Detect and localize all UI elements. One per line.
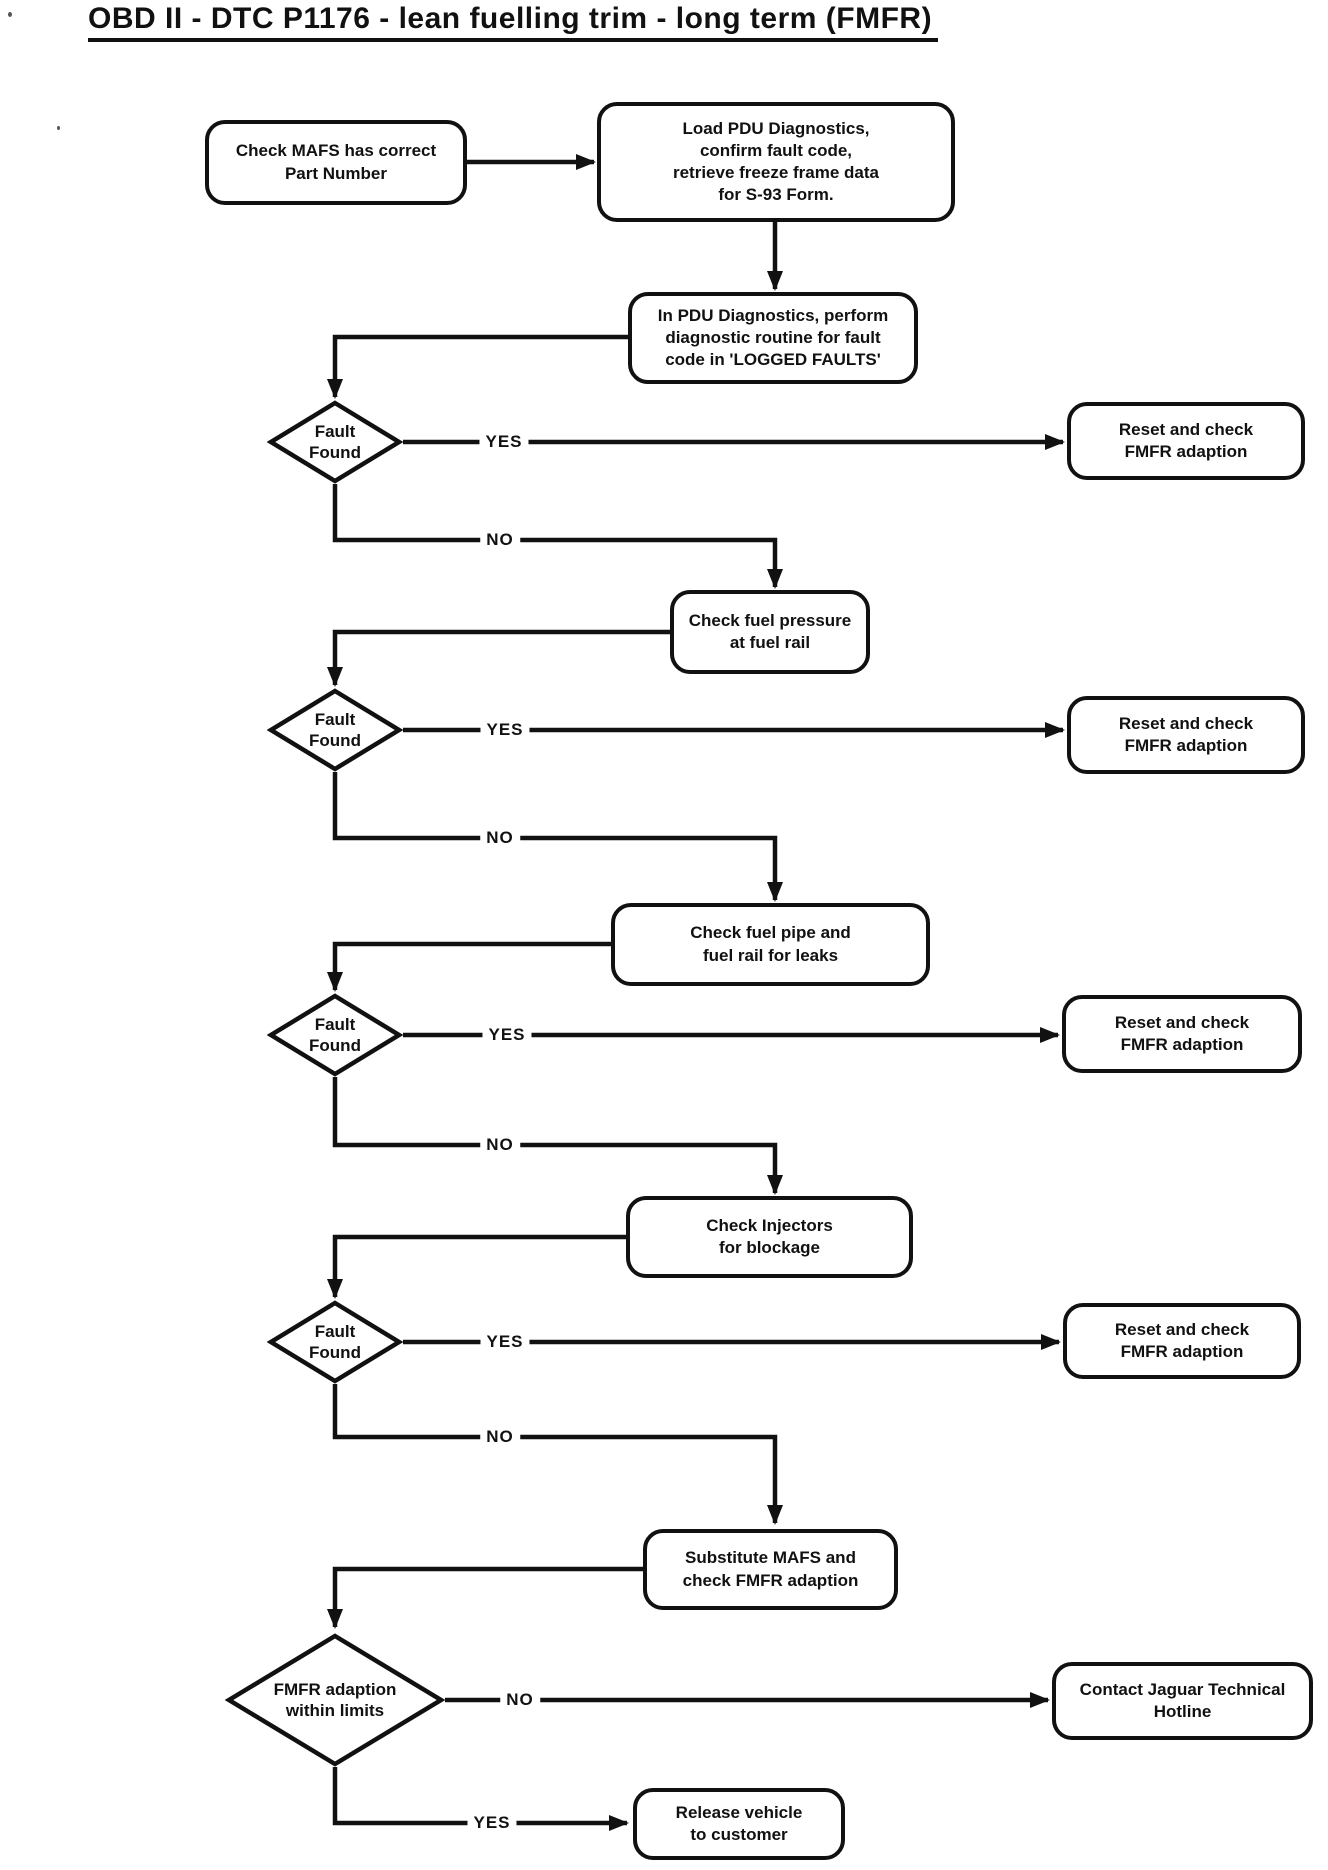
decision-fault-found-2-label: Fault Found xyxy=(309,709,361,750)
decision-fault-found-4-label: Fault Found xyxy=(309,1321,361,1362)
edge-label-yes-4: YES xyxy=(480,1332,530,1352)
page-title: OBD II - DTC P1176 - lean fuelling trim … xyxy=(88,2,939,42)
scan-artifact-dot xyxy=(57,126,60,130)
connector-no-4 xyxy=(332,1384,783,1525)
process-pdu-routine: In PDU Diagnostics, perform diagnostic r… xyxy=(628,292,918,384)
process-substitute-mafs-label: Substitute MAFS and check FMFR adaption xyxy=(682,1548,859,1590)
decision-fault-found-4: Fault Found xyxy=(267,1300,403,1384)
decision-fmfr-limits-label: FMFR adaption within limits xyxy=(273,1679,397,1720)
connector-pressure-to-decision2 xyxy=(327,629,670,687)
terminal-reset-check-1: Reset and check FMFR adaption xyxy=(1067,402,1305,480)
connector-no-2 xyxy=(332,772,783,902)
terminal-reset-check-4-label: Reset and check FMFR adaption xyxy=(1114,1319,1250,1361)
process-check-injectors-label: Check Injectors for blockage xyxy=(706,1215,833,1257)
diamond-shape xyxy=(225,1633,445,1767)
diamond-shape xyxy=(267,688,403,772)
terminal-reset-check-3: Reset and check FMFR adaption xyxy=(1062,995,1302,1073)
process-substitute-mafs: Substitute MAFS and check FMFR adaption xyxy=(643,1529,898,1610)
scan-artifact-dot xyxy=(8,12,12,17)
edge-label-no-3: NO xyxy=(480,1135,520,1155)
process-check-fuel-pipe-label: Check fuel pipe and fuel rail for leaks xyxy=(690,923,851,965)
decision-fault-found-3-label: Fault Found xyxy=(309,1014,361,1055)
process-load-pdu-label: Load PDU Diagnostics, confirm fault code… xyxy=(672,118,879,205)
diamond-shape xyxy=(267,993,403,1077)
decision-fault-found-2: Fault Found xyxy=(267,688,403,772)
decision-fmfr-limits: FMFR adaption within limits xyxy=(225,1633,445,1767)
connector-pipe-to-decision3 xyxy=(327,941,611,992)
edge-label-yes-5: YES xyxy=(467,1813,517,1833)
terminal-reset-check-4: Reset and check FMFR adaption xyxy=(1063,1303,1301,1379)
terminal-contact-hotline-label: Contact Jaguar Technical Hotline xyxy=(1079,1679,1286,1721)
connector-yes-5 xyxy=(332,1767,629,1831)
terminal-contact-hotline: Contact Jaguar Technical Hotline xyxy=(1052,1662,1313,1740)
process-check-fuel-pressure-label: Check fuel pressure at fuel rail xyxy=(688,610,852,652)
edge-label-no-2: NO xyxy=(480,828,520,848)
terminal-reset-check-2: Reset and check FMFR adaption xyxy=(1067,696,1305,774)
decision-fault-found-1: Fault Found xyxy=(267,400,403,484)
decision-fault-found-1-label: Fault Found xyxy=(309,421,361,462)
connector-injectors-to-decision4 xyxy=(327,1234,626,1299)
diamond-shape xyxy=(267,400,403,484)
process-check-fuel-pipe: Check fuel pipe and fuel rail for leaks xyxy=(611,903,930,986)
process-check-fuel-pressure: Check fuel pressure at fuel rail xyxy=(670,590,870,674)
edge-label-no-1: NO xyxy=(480,530,520,550)
terminal-release-vehicle-label: Release vehicle to customer xyxy=(675,1802,803,1844)
connector-no-3 xyxy=(332,1077,783,1195)
process-check-mafs: Check MAFS has correct Part Number xyxy=(205,120,467,205)
diamond-shape xyxy=(267,1300,403,1384)
process-load-pdu: Load PDU Diagnostics, confirm fault code… xyxy=(597,102,955,222)
process-check-mafs-label: Check MAFS has correct Part Number xyxy=(235,141,437,183)
connector-no-1 xyxy=(332,484,783,589)
connector-routine-to-decision1 xyxy=(327,334,628,399)
edge-label-no-5: NO xyxy=(500,1690,540,1710)
process-check-injectors: Check Injectors for blockage xyxy=(626,1196,913,1278)
connector-substitute-to-decision5 xyxy=(327,1566,643,1629)
process-pdu-routine-label: In PDU Diagnostics, perform diagnostic r… xyxy=(657,305,889,370)
decision-fault-found-3: Fault Found xyxy=(267,993,403,1077)
edge-label-no-4: NO xyxy=(480,1427,520,1447)
terminal-reset-check-3-label: Reset and check FMFR adaption xyxy=(1114,1012,1250,1054)
edge-label-yes-2: YES xyxy=(480,720,530,740)
edge-label-yes-3: YES xyxy=(482,1025,532,1045)
terminal-reset-check-2-label: Reset and check FMFR adaption xyxy=(1118,713,1254,755)
terminal-reset-check-1-label: Reset and check FMFR adaption xyxy=(1118,419,1254,461)
edge-label-yes-1: YES xyxy=(479,432,529,452)
terminal-release-vehicle: Release vehicle to customer xyxy=(633,1788,845,1860)
